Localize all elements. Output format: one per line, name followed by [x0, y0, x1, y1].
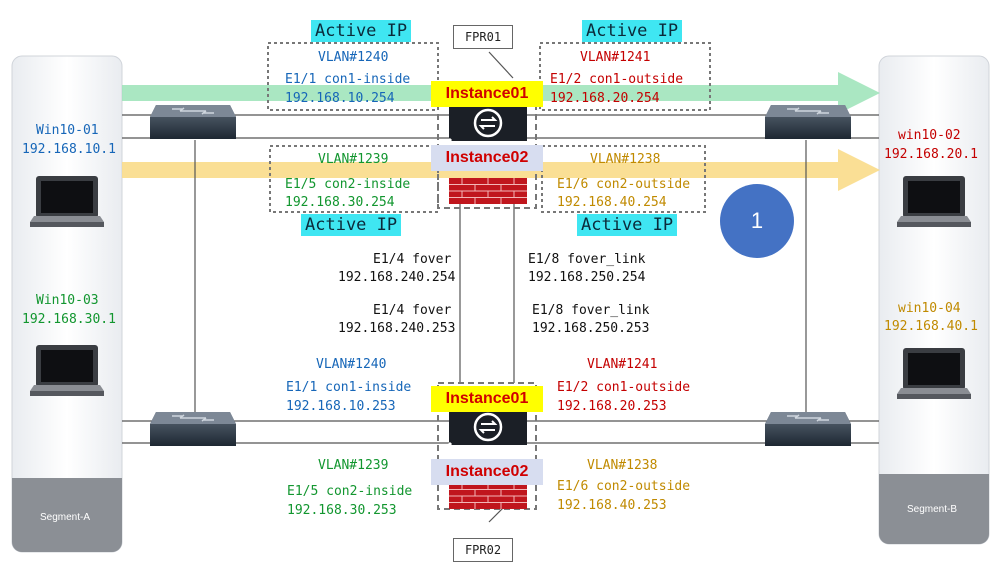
interface-ip: 192.168.30.254	[285, 195, 395, 210]
interface-label: E1/1 con1-inside	[286, 380, 412, 395]
vlan-label: VLAN#1239	[318, 152, 389, 167]
fpr02-label: FPR02	[453, 538, 513, 562]
interface-ip: 192.168.250.253	[532, 321, 650, 336]
host-name: win10-02	[898, 128, 961, 143]
laptop-icon	[30, 176, 104, 227]
active-ip-tag: Active IP	[577, 214, 678, 236]
interface-ip: 192.168.10.254	[285, 91, 395, 106]
segment-a-label: Segment-A	[40, 512, 91, 523]
instance01-label: Instance01	[431, 81, 543, 107]
interface-label: E1/2 con1-outside	[557, 380, 691, 395]
interface-label: E1/4 fover	[373, 303, 452, 318]
instance02-label: Instance02	[431, 459, 543, 485]
interface-ip: 192.168.240.254	[338, 270, 456, 285]
firewall-icon	[448, 482, 528, 510]
switch-icon	[149, 411, 237, 447]
interface-ip: 192.168.20.254	[550, 91, 660, 106]
active-ip-tag: Active IP	[301, 214, 402, 236]
vlan-label: VLAN#1241	[580, 50, 651, 65]
segment-b-label: Segment-B	[907, 504, 958, 515]
ftd-icon	[445, 407, 529, 449]
ftd-icon	[445, 103, 529, 145]
vlan-label: VLAN#1240	[316, 357, 387, 372]
interface-label: E1/1 con1-inside	[285, 72, 411, 87]
interface-ip: 192.168.240.253	[338, 321, 456, 336]
host-name: Win10-01	[36, 123, 99, 138]
laptop-icon	[897, 176, 971, 227]
host-ip: 192.168.30.1	[22, 312, 116, 327]
interface-ip: 192.168.40.253	[557, 498, 667, 513]
vlan-label: VLAN#1240	[318, 50, 389, 65]
interface-label: E1/6 con2-outside	[557, 479, 691, 494]
switch-icon	[764, 104, 852, 140]
interface-label: E1/8 fover_link	[528, 252, 646, 267]
interface-label: E1/2 con1-outside	[550, 72, 684, 87]
interface-ip: 192.168.20.253	[557, 399, 667, 414]
switch-icon	[764, 411, 852, 447]
vlan-label: VLAN#1241	[587, 357, 658, 372]
vlan-label: VLAN#1239	[318, 458, 389, 473]
switch-icon	[149, 104, 237, 140]
interface-ip: 192.168.40.254	[557, 195, 667, 210]
interface-label: E1/5 con2-inside	[287, 484, 413, 499]
laptop-icon	[897, 348, 971, 399]
vlan-label: VLAN#1238	[590, 152, 661, 167]
host-ip: 192.168.40.1	[884, 319, 978, 334]
vlan-label: VLAN#1238	[587, 458, 658, 473]
fpr01-label: FPR01	[453, 25, 513, 49]
laptop-icon	[30, 345, 104, 396]
interface-ip: 192.168.30.253	[287, 503, 397, 518]
host-ip: 192.168.10.1	[22, 142, 116, 157]
interface-ip: 192.168.250.254	[528, 270, 646, 285]
firewall-icon	[448, 177, 528, 205]
instance02-label: Instance02	[431, 145, 543, 171]
interface-label: E1/5 con2-inside	[285, 177, 411, 192]
interface-label: E1/4 fover	[373, 252, 452, 267]
host-name: win10-04	[898, 301, 961, 316]
host-name: Win10-03	[36, 293, 99, 308]
active-ip-tag: Active IP	[311, 20, 412, 42]
step-badge: 1	[720, 184, 794, 258]
interface-label: E1/6 con2-outside	[557, 177, 691, 192]
interface-label: E1/8 fover_link	[532, 303, 650, 318]
instance01-label: Instance01	[431, 386, 543, 412]
interface-ip: 192.168.10.253	[286, 399, 396, 414]
host-ip: 192.168.20.1	[884, 147, 978, 162]
active-ip-tag: Active IP	[582, 20, 683, 42]
